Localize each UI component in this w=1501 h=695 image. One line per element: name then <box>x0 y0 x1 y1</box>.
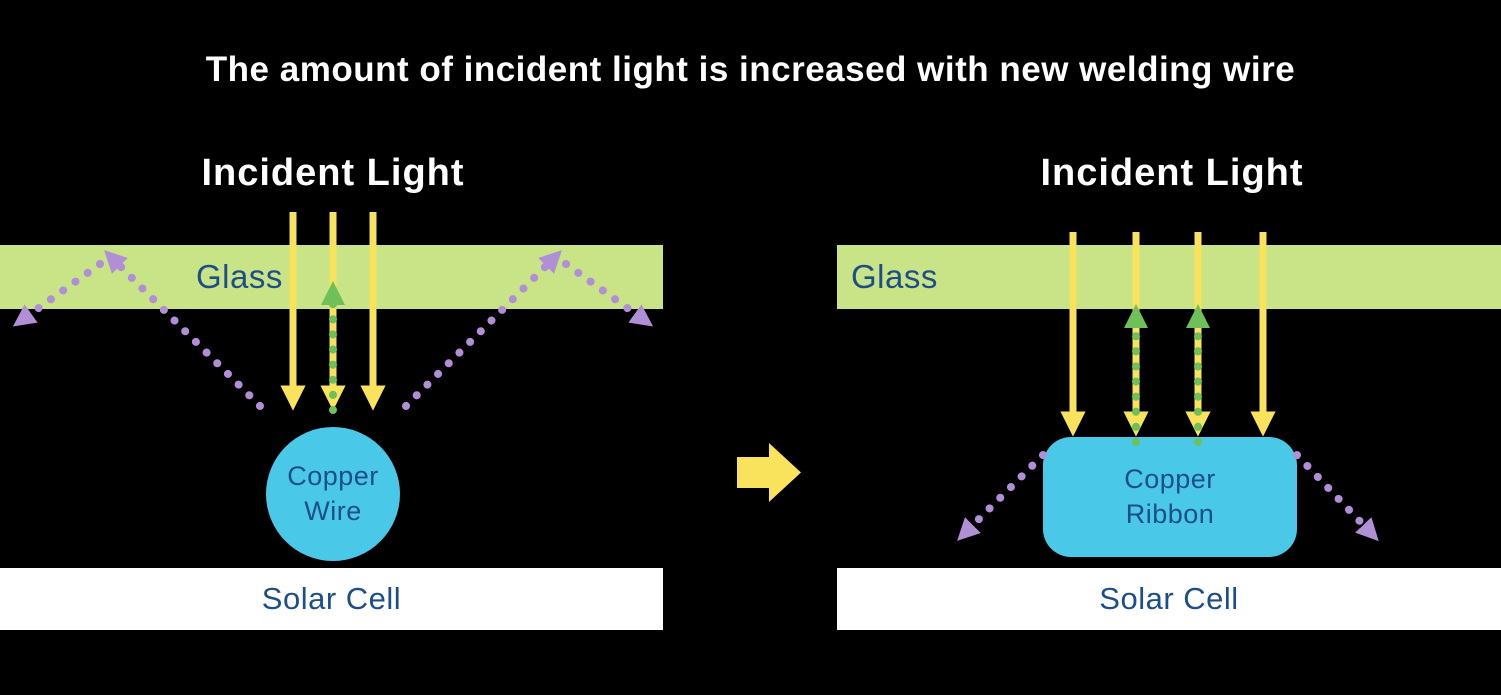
copper-ribbon-rect: Copper Ribbon <box>1043 437 1297 557</box>
copper-ribbon-label-line1: Copper <box>1124 463 1216 494</box>
solar-cell-bar: Solar Cell <box>0 568 663 630</box>
glass-bar <box>837 245 1501 309</box>
diagram-title: The amount of incident light is increase… <box>205 50 1296 89</box>
reflected-light-arrow <box>1293 451 1379 542</box>
solar-cell-label: Solar Cell <box>1099 581 1239 616</box>
incident-light-label: Incident Light <box>1040 152 1304 194</box>
copper-wire-label-line1: Copper <box>287 460 379 491</box>
glass-bar <box>0 245 663 309</box>
solar-cell-bar: Solar Cell <box>837 568 1501 630</box>
glass-label: Glass <box>196 258 283 295</box>
incident-light-label: Incident Light <box>201 152 465 194</box>
copper-wire-label-line2: Wire <box>304 496 362 526</box>
glass-label: Glass <box>851 258 938 295</box>
copper-ribbon-label-line2: Ribbon <box>1125 499 1215 529</box>
transition-right-arrow <box>737 443 801 502</box>
copper-wire-circle: Copper Wire <box>266 427 400 561</box>
solar-cell-label: Solar Cell <box>261 581 402 616</box>
reflected-light-arrow <box>957 451 1047 541</box>
